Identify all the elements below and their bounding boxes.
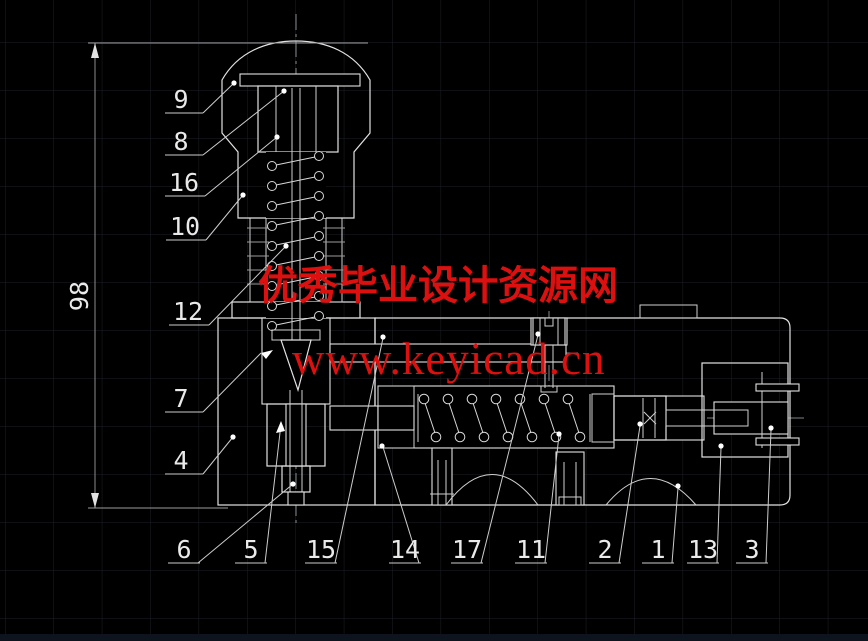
- dimension-text: 98: [65, 281, 94, 311]
- knurled-cap[interactable]: [221, 40, 371, 219]
- callout-1-label: 1: [650, 535, 665, 564]
- dimension-98[interactable]: 98: [65, 42, 368, 509]
- callout-3[interactable]: 3: [736, 425, 774, 564]
- callout-13-label: 13: [688, 535, 718, 564]
- internal-cavities: [261, 317, 705, 449]
- callout-12-label: 12: [173, 297, 203, 326]
- callout-2-label: 2: [597, 535, 612, 564]
- callout-9[interactable]: 9: [165, 80, 237, 114]
- callout-16-label: 16: [169, 168, 199, 197]
- spool-bore: [613, 395, 705, 441]
- callout-15[interactable]: 15: [305, 334, 386, 564]
- callout-8-label: 8: [173, 127, 188, 156]
- callout-16[interactable]: 16: [165, 134, 280, 197]
- callout-3-label: 3: [744, 535, 759, 564]
- top-boss: [639, 304, 698, 319]
- callout-9-label: 9: [173, 85, 188, 114]
- callout-2[interactable]: 2: [589, 421, 643, 564]
- callout-14[interactable]: 14: [379, 443, 421, 564]
- pilot-screw[interactable]: [532, 317, 566, 393]
- callout-17-label: 17: [452, 535, 482, 564]
- callout-15-label: 15: [306, 535, 336, 564]
- callout-10-label: 10: [170, 212, 200, 241]
- valve-body-main[interactable]: [374, 304, 791, 506]
- sleeve-and-plug[interactable]: [665, 362, 800, 458]
- callout-17[interactable]: 17: [451, 331, 541, 564]
- callout-14-label: 14: [390, 535, 420, 564]
- bottom-strip: [0, 634, 868, 641]
- callout-5[interactable]: 5: [235, 421, 285, 564]
- spindle-poppet[interactable]: [271, 88, 321, 393]
- watermark-line2: www.keyicad.cn: [292, 334, 605, 384]
- watermark-line1: 优秀毕业设计资源网: [258, 262, 618, 309]
- callout-6-label: 6: [176, 535, 191, 564]
- callout-7[interactable]: 7: [165, 350, 273, 413]
- callout-4[interactable]: 4: [165, 434, 236, 475]
- callout-8[interactable]: 8: [165, 88, 287, 156]
- bottom-ports: [430, 447, 697, 506]
- upper-gallery: [329, 343, 567, 363]
- callout-13[interactable]: 13: [687, 443, 724, 564]
- callout-11[interactable]: 11: [515, 431, 562, 564]
- callout-7-label: 7: [173, 384, 188, 413]
- callout-11-label: 11: [516, 535, 546, 564]
- stem-bushing[interactable]: [266, 390, 326, 506]
- callouts: 9 8 16 10 12 7: [165, 80, 774, 564]
- callout-10[interactable]: 10: [166, 192, 246, 241]
- callout-12[interactable]: 12: [169, 243, 289, 326]
- callout-1[interactable]: 1: [642, 483, 681, 564]
- cap-top-plate: [239, 73, 361, 87]
- callout-6[interactable]: 6: [168, 481, 296, 564]
- callout-5-label: 5: [243, 535, 258, 564]
- seat-insert[interactable]: [377, 385, 415, 449]
- callout-4-label: 4: [173, 446, 188, 475]
- main-spring-horizontal[interactable]: [417, 393, 591, 443]
